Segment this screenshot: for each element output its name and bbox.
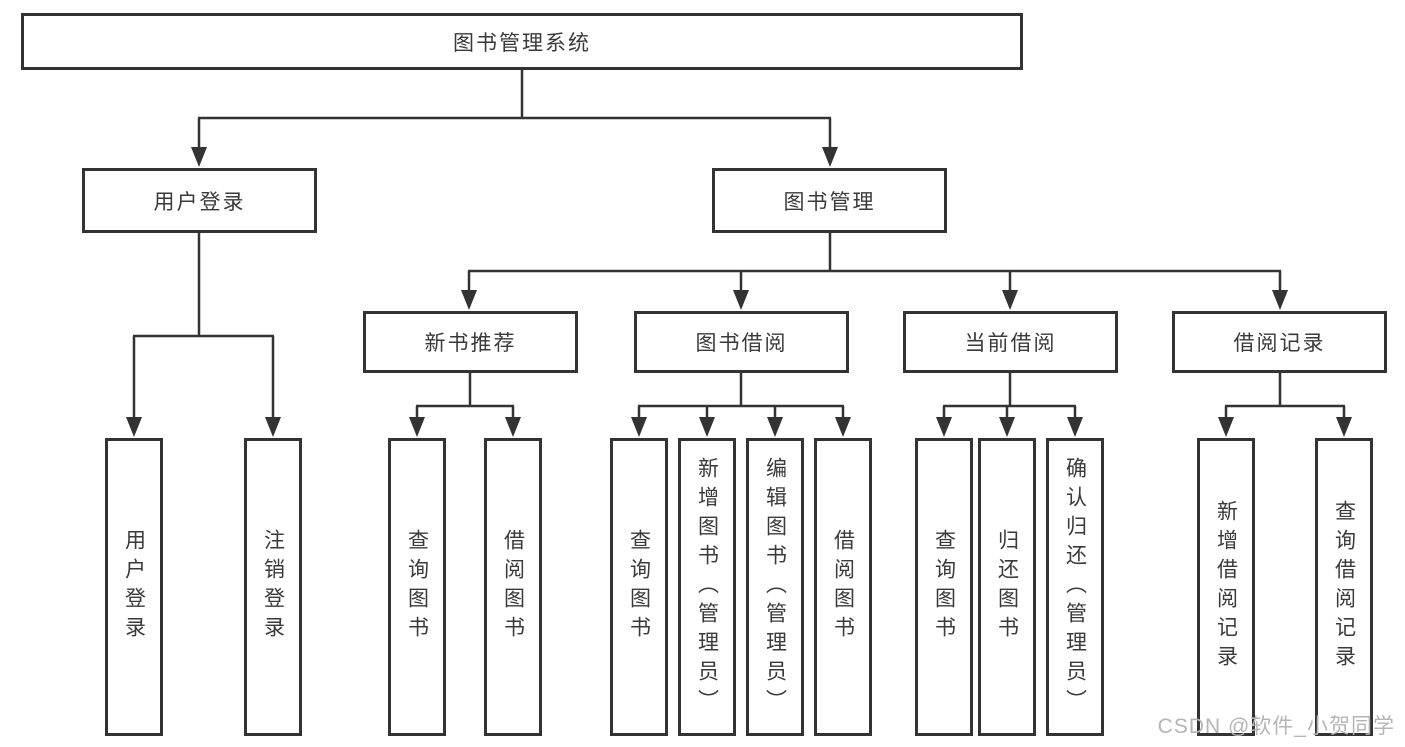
leaf-logout: 注销登录 (244, 438, 302, 736)
node-book-borrow: 图书借阅 (634, 311, 849, 373)
node-new-book-recommend: 新书推荐 (363, 311, 578, 373)
leaf-borrow-books: 借阅图书 (814, 438, 872, 736)
leaf-user-login: 用户登录 (105, 438, 163, 736)
leaf-edit-books-admin: 编辑图书（管理员） (746, 438, 804, 736)
arrowheads (126, 147, 1352, 437)
leaf-query-books-recommend: 查询图书 (388, 438, 446, 736)
node-borrow-records: 借阅记录 (1172, 311, 1387, 373)
leaf-add-borrow-record: 新增借阅记录 (1197, 438, 1255, 736)
leaf-return-books: 归还图书 (978, 438, 1036, 736)
leaf-confirm-return-admin: 确认归还（管理员） (1046, 438, 1104, 736)
leaf-query-borrow-record: 查询借阅记录 (1315, 438, 1373, 736)
node-user-login: 用户登录 (82, 168, 317, 233)
leaf-borrow-books-recommend: 借阅图书 (484, 438, 542, 736)
node-book-management: 图书管理 (712, 168, 947, 233)
node-library-system: 图书管理系统 (21, 13, 1023, 70)
csdn-watermark: CSDN @软件_小贺同学 (1157, 715, 1395, 738)
node-current-borrow: 当前借阅 (903, 311, 1118, 373)
leaf-query-books-current: 查询图书 (915, 438, 973, 736)
leaf-query-books-borrow: 查询图书 (610, 438, 668, 736)
leaf-add-books-admin: 新增图书（管理员） (678, 438, 736, 736)
